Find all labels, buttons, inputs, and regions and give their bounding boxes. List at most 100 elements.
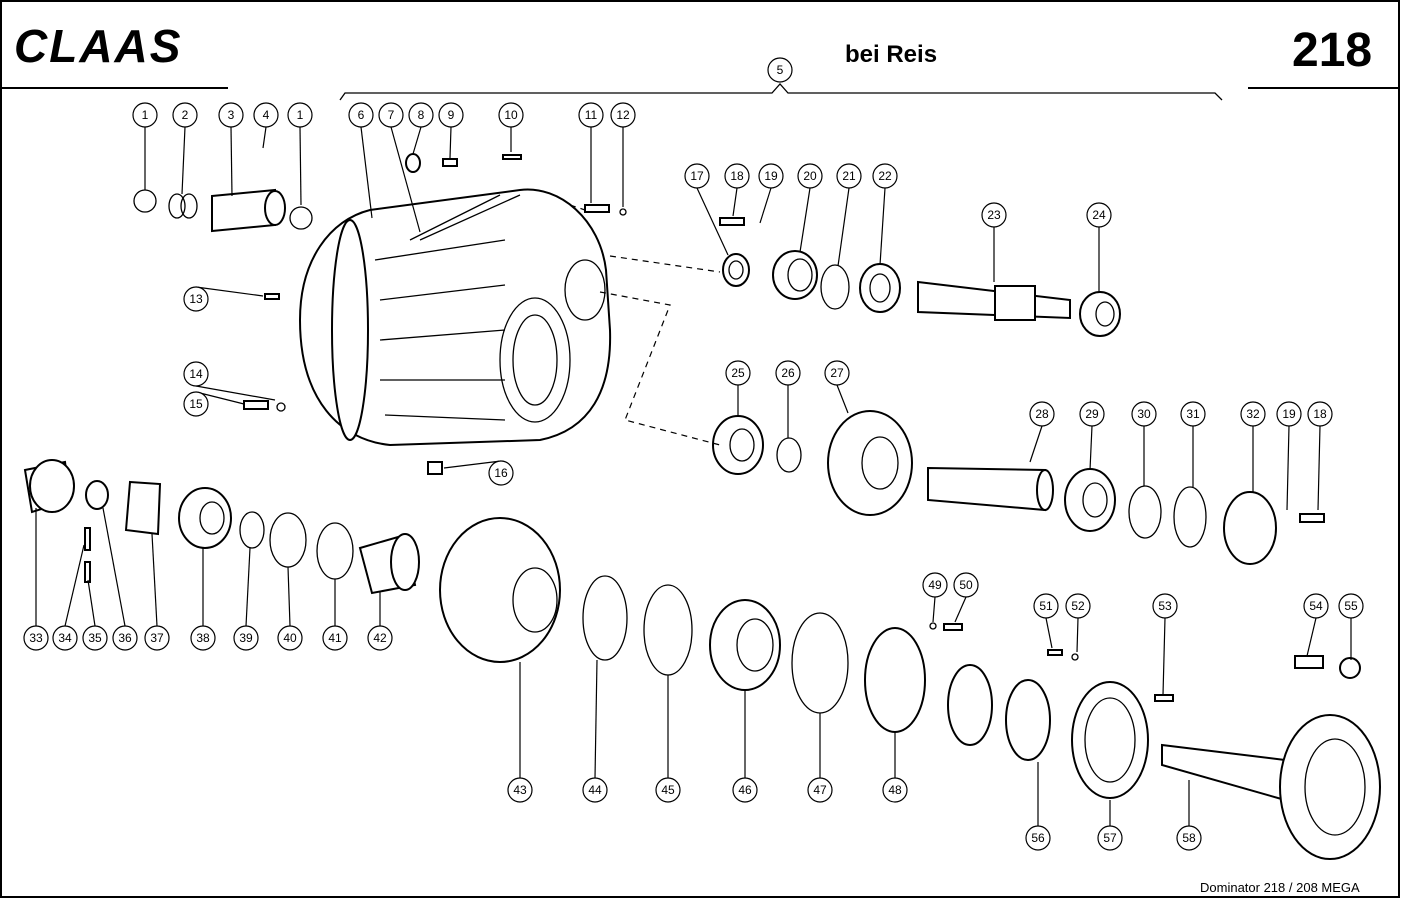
leader-line-34: [64, 544, 85, 627]
bolt-54: [1294, 655, 1324, 669]
callout-label: 24: [1092, 208, 1106, 222]
callout-label: 18: [730, 169, 744, 183]
callout-label: 29: [1085, 407, 1099, 421]
leader-line-36: [102, 507, 126, 627]
washer-12: [619, 208, 627, 216]
ring-31: [1173, 486, 1207, 548]
callout-54: 54: [1303, 593, 1329, 619]
callout-10: 10: [498, 102, 524, 128]
sleeve-42: [358, 533, 420, 595]
callout-label: 51: [1039, 599, 1053, 613]
retaining-ring-1b: [289, 206, 313, 230]
retaining-ring-1a: [133, 189, 157, 213]
callout-label: 6: [358, 108, 365, 122]
callout-label: 20: [803, 169, 817, 183]
callout-8: 8: [408, 102, 434, 128]
bearing-38: [178, 487, 232, 549]
callout-label: 46: [738, 783, 752, 797]
callout-label: 39: [239, 631, 253, 645]
callout-label: 57: [1103, 831, 1117, 845]
leader-line-19: [759, 187, 772, 224]
gear-43: [439, 517, 561, 663]
callout-label: 52: [1071, 599, 1085, 613]
callout-label: 30: [1137, 407, 1151, 421]
leader-line-21: [837, 187, 850, 267]
leader-line-52: [1076, 617, 1079, 653]
callout-label: 49: [928, 578, 942, 592]
callout-label: 19: [764, 169, 778, 183]
callout-label: 19: [1282, 407, 1296, 421]
assembly-line-b: [599, 291, 721, 446]
callout-label: 11: [585, 108, 598, 122]
callout-17: 17: [684, 163, 710, 189]
leader-line-3: [230, 126, 233, 197]
callout-label: 13: [189, 292, 203, 306]
callout-label: 41: [328, 631, 342, 645]
pins-34-35: [84, 527, 91, 583]
ring-21: [820, 264, 850, 310]
callout-31: 31: [1180, 401, 1206, 427]
leader-line-51: [1045, 617, 1053, 649]
callout-32: 32: [1240, 401, 1266, 427]
flange-57: [1071, 681, 1149, 799]
callout-label: 40: [283, 631, 297, 645]
bearing-46: [709, 599, 781, 691]
callout-label: 55: [1344, 599, 1358, 613]
washer-pair-2: [168, 193, 198, 219]
leader-line-40: [287, 566, 291, 627]
callout-14: 14: [183, 361, 209, 387]
leader-line-35: [87, 579, 96, 627]
ring-45: [643, 584, 693, 676]
callout-label: 21: [842, 169, 856, 183]
callout-label: 28: [1035, 407, 1049, 421]
hub-33: [23, 459, 75, 514]
callout-26: 26: [775, 360, 801, 386]
leader-line-18: [1317, 425, 1321, 511]
assembly-line-a: [609, 255, 721, 273]
callout-label: 53: [1158, 599, 1172, 613]
callout-label: 22: [878, 169, 892, 183]
callout-label: 1: [142, 108, 149, 122]
callout-39: 39: [233, 625, 259, 651]
cover-32: [1223, 491, 1277, 565]
callout-3: 3: [218, 102, 244, 128]
page-number: 218: [1292, 24, 1372, 77]
callout-label: 27: [830, 366, 844, 380]
callout-35: 35: [82, 625, 108, 651]
leader-lines: [35, 126, 1352, 826]
nut-55: [1339, 657, 1361, 679]
callout-6: 6: [348, 102, 374, 128]
group-bracket: [339, 83, 1223, 101]
leader-line-7: [390, 126, 421, 233]
callout-label: 17: [690, 169, 704, 183]
callout-9: 9: [438, 102, 464, 128]
callout-20: 20: [797, 163, 823, 189]
leader-line-27: [836, 384, 849, 414]
leader-line-54: [1306, 617, 1317, 657]
callout-label: 7: [388, 108, 395, 122]
leader-line-16: [443, 460, 502, 469]
footer-model: Dominator 218 / 208 MEGA: [1200, 880, 1360, 895]
bolt-18b: [1299, 513, 1325, 523]
callout-4: 4: [253, 102, 279, 128]
callout-label: 35: [88, 631, 102, 645]
callout-42: 42: [367, 625, 393, 651]
leader-line-44: [594, 659, 598, 779]
callout-11: 11: [578, 102, 604, 128]
screw-49-50: [929, 622, 963, 631]
callout-40: 40: [277, 625, 303, 651]
callout-label: 10: [504, 108, 518, 122]
bearing-29: [1064, 468, 1116, 532]
callout-label: 9: [448, 108, 455, 122]
callout-7: 7: [378, 102, 404, 128]
callout-38: 38: [190, 625, 216, 651]
leader-line-15: [195, 391, 245, 405]
callout-34: 34: [52, 625, 78, 651]
callout-15: 15: [183, 391, 209, 417]
callout-label: 4: [263, 108, 270, 122]
callout-28: 28: [1029, 401, 1055, 427]
bearing-25: [712, 415, 764, 475]
callout-55: 55: [1338, 593, 1364, 619]
pin-9: [442, 158, 458, 167]
callout-43: 43: [507, 777, 533, 803]
